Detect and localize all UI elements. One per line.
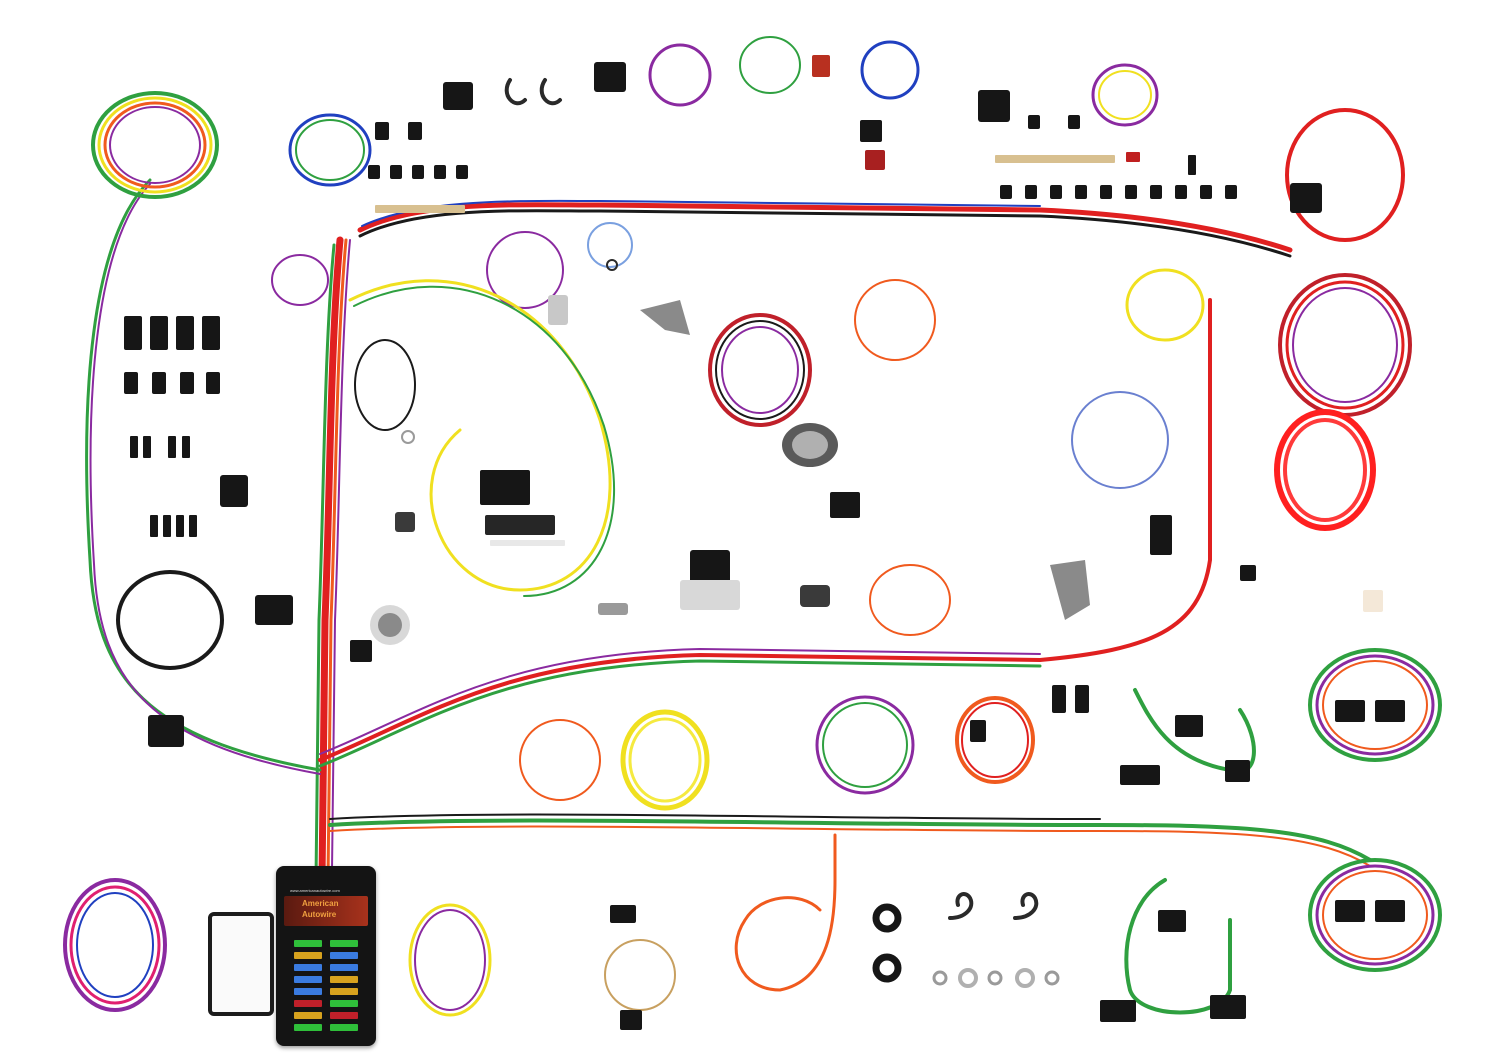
wire-coils <box>63 36 1442 1017</box>
fuse <box>330 988 358 995</box>
fuse <box>294 1000 322 1007</box>
brand-name-line2: Autowire <box>302 910 337 919</box>
grommets <box>401 78 1060 988</box>
fuse <box>330 940 358 947</box>
instruction-card <box>208 912 274 1016</box>
fuse <box>294 964 322 971</box>
fuse <box>294 1024 322 1031</box>
fuse <box>294 988 322 995</box>
brand-logo <box>284 896 368 926</box>
brand-name-line1: American <box>302 899 339 908</box>
main-harness-trunk <box>85 178 1372 884</box>
fuse-grid <box>294 940 358 1031</box>
fuse <box>294 976 322 983</box>
fuse-box-url: www.americanautowire.com <box>290 888 340 893</box>
switch-parts <box>370 295 1090 645</box>
fuse <box>330 1000 358 1007</box>
fuse <box>294 940 322 947</box>
fuse <box>330 1024 358 1031</box>
connectors <box>124 55 1405 1030</box>
fuse <box>330 976 358 983</box>
fuse <box>330 964 358 971</box>
fuse <box>294 952 322 959</box>
terminal-strips <box>375 155 1115 546</box>
fuse <box>294 1012 322 1019</box>
fuse <box>330 952 358 959</box>
fuse-box: www.americanautowire.com American Autowi… <box>276 866 376 1046</box>
fuse <box>330 1012 358 1019</box>
